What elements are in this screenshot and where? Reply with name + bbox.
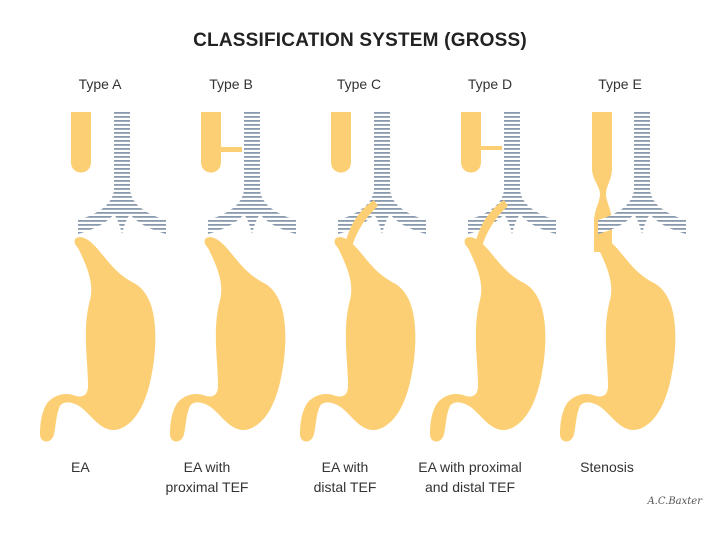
fistula-shape bbox=[220, 147, 242, 152]
type-b-label: Type B bbox=[209, 76, 253, 92]
type-c-label: Type C bbox=[336, 76, 382, 92]
type-d-diagram bbox=[430, 112, 556, 442]
page-title: CLASSIFICATION SYSTEM (GROSS) bbox=[193, 30, 527, 51]
caption-line: EA with proximal bbox=[418, 459, 522, 475]
stomach-shape bbox=[430, 237, 546, 442]
trachea-shape bbox=[208, 112, 296, 234]
stomach-shape bbox=[40, 237, 156, 442]
caption-line: EA with bbox=[321, 459, 369, 475]
stomach-shape bbox=[300, 237, 416, 442]
type-d-caption: EA with proximal and distal TEF bbox=[395, 457, 545, 497]
type-a-diagram bbox=[40, 112, 166, 442]
caption-line: EA bbox=[71, 459, 90, 475]
type-b-caption: EA with proximal TEF bbox=[132, 457, 282, 497]
caption-line: Stenosis bbox=[580, 459, 634, 475]
esophagus-pouch-shape bbox=[461, 112, 481, 173]
stomach-shape bbox=[560, 237, 676, 442]
esophagus-pouch-shape bbox=[331, 112, 351, 173]
artist-signature: A.C.Baxter bbox=[647, 496, 702, 507]
type-b-diagram bbox=[170, 112, 296, 442]
caption-line: EA with bbox=[183, 459, 231, 475]
esophagus-pouch-shape bbox=[71, 112, 91, 173]
caption-line: distal TEF bbox=[313, 479, 377, 495]
type-e-diagram bbox=[560, 112, 686, 442]
caption-line: proximal TEF bbox=[165, 479, 249, 495]
trachea-shape bbox=[78, 112, 166, 234]
fistula-shape bbox=[344, 200, 378, 254]
caption-line: and distal TEF bbox=[424, 479, 515, 495]
trachea-shape bbox=[468, 112, 556, 234]
type-a-label: Type A bbox=[78, 76, 122, 92]
esophagus-pouch-shape bbox=[201, 112, 221, 173]
stomach-shape bbox=[170, 237, 286, 442]
type-e-caption: Stenosis bbox=[532, 457, 682, 477]
fistula-shape bbox=[474, 200, 508, 254]
fistula-shape bbox=[480, 146, 502, 150]
type-c-caption: EA with distal TEF bbox=[270, 457, 420, 497]
type-d-label: Type D bbox=[467, 76, 513, 92]
type-c-diagram bbox=[300, 112, 426, 442]
type-a-caption: EA bbox=[15, 457, 191, 477]
trachea-shape bbox=[338, 112, 426, 234]
type-e-label: Type E bbox=[598, 76, 642, 92]
